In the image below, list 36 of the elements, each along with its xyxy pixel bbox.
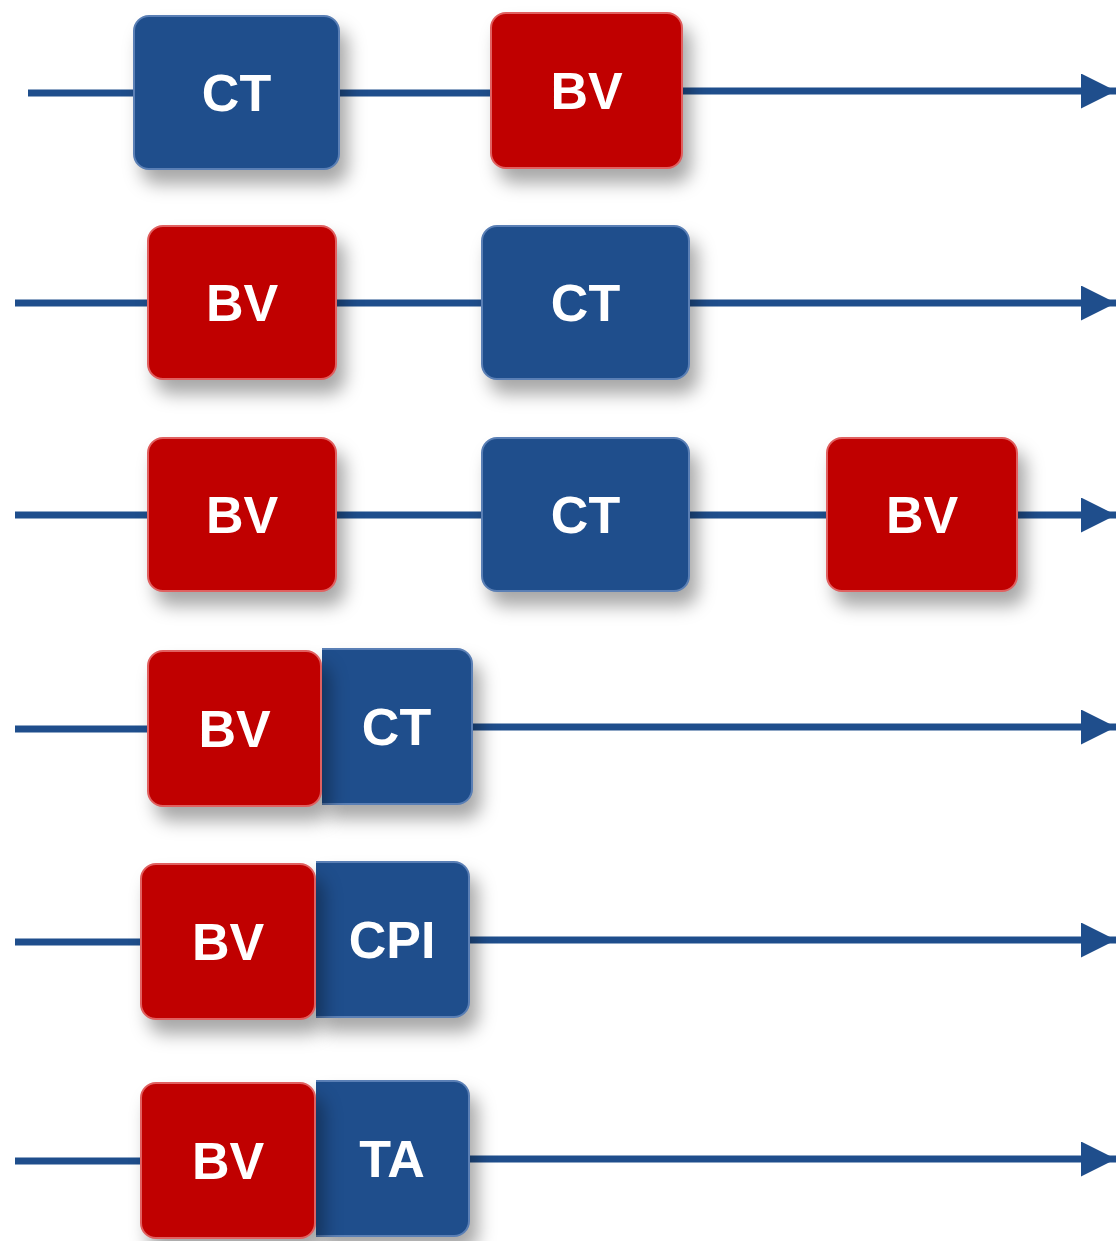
box-label: BV (198, 702, 271, 755)
treatment-box (133, 15, 340, 170)
arrow (470, 1141, 1116, 1177)
box-label: BV (885, 488, 959, 541)
connector-line (337, 511, 481, 519)
treatment-box (147, 437, 337, 592)
box-label: BV (191, 1134, 265, 1187)
arrow (1018, 497, 1116, 533)
box-label: BV (205, 276, 279, 329)
treatment-box (140, 863, 316, 1020)
treatment-box (316, 861, 470, 1018)
connector-line (340, 89, 490, 97)
box-label: BV (205, 488, 279, 541)
connector-line (690, 511, 826, 519)
treatment-box (140, 1082, 316, 1239)
treatment-box (147, 225, 337, 380)
box-label: BV (191, 915, 265, 968)
treatment-box (322, 648, 473, 805)
treatment-box (490, 12, 683, 169)
box-label: CT (201, 66, 272, 119)
treatment-box (147, 650, 322, 807)
box-label: TA (359, 1132, 425, 1185)
treatment-box (481, 437, 690, 592)
box-label: CPI (348, 913, 436, 966)
connector-line (337, 299, 481, 307)
arrow (473, 709, 1116, 745)
arrow (470, 922, 1116, 958)
arrow (690, 285, 1116, 321)
treatment-box (316, 1080, 470, 1237)
arrow (683, 73, 1116, 109)
box-label: CT (550, 488, 621, 541)
box-label: CT (550, 276, 621, 329)
treatment-box (481, 225, 690, 380)
treatment-box (826, 437, 1018, 592)
box-label: BV (550, 64, 623, 117)
box-label: CT (361, 700, 432, 753)
